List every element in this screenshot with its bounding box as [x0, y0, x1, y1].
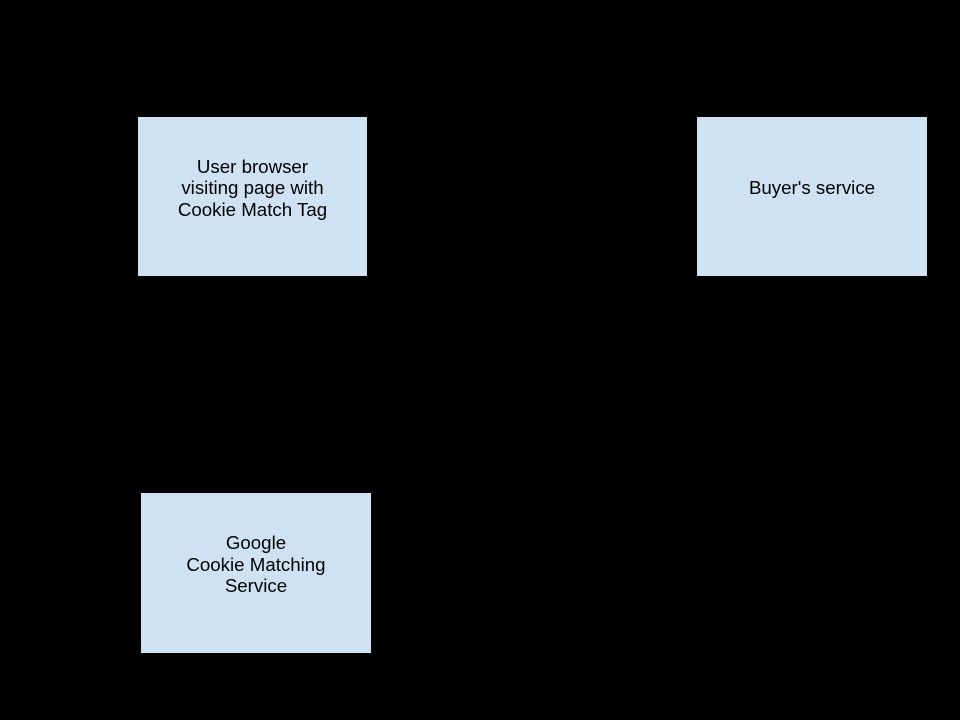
node-label-line: Service — [224, 575, 288, 597]
node-label-line: User browser — [196, 155, 309, 177]
node-google-cookie-matching-service-label: Google Cookie Matching Service — [186, 532, 325, 597]
node-user-browser-label: User browser visiting page with Cookie M… — [178, 156, 327, 221]
node-label-line: Cookie Match Tag — [177, 198, 328, 220]
node-label-line: Google — [225, 532, 287, 554]
node-label-line: Buyer's service — [748, 177, 876, 199]
node-google-cookie-matching-service: Google Cookie Matching Service — [140, 492, 372, 654]
node-buyers-service-label: Buyer's service — [749, 177, 875, 199]
node-user-browser: User browser visiting page with Cookie M… — [137, 116, 368, 277]
node-buyers-service: Buyer's service — [696, 116, 928, 277]
node-label-line: Cookie Matching — [186, 553, 326, 575]
node-label-line: visiting page with — [181, 177, 324, 199]
